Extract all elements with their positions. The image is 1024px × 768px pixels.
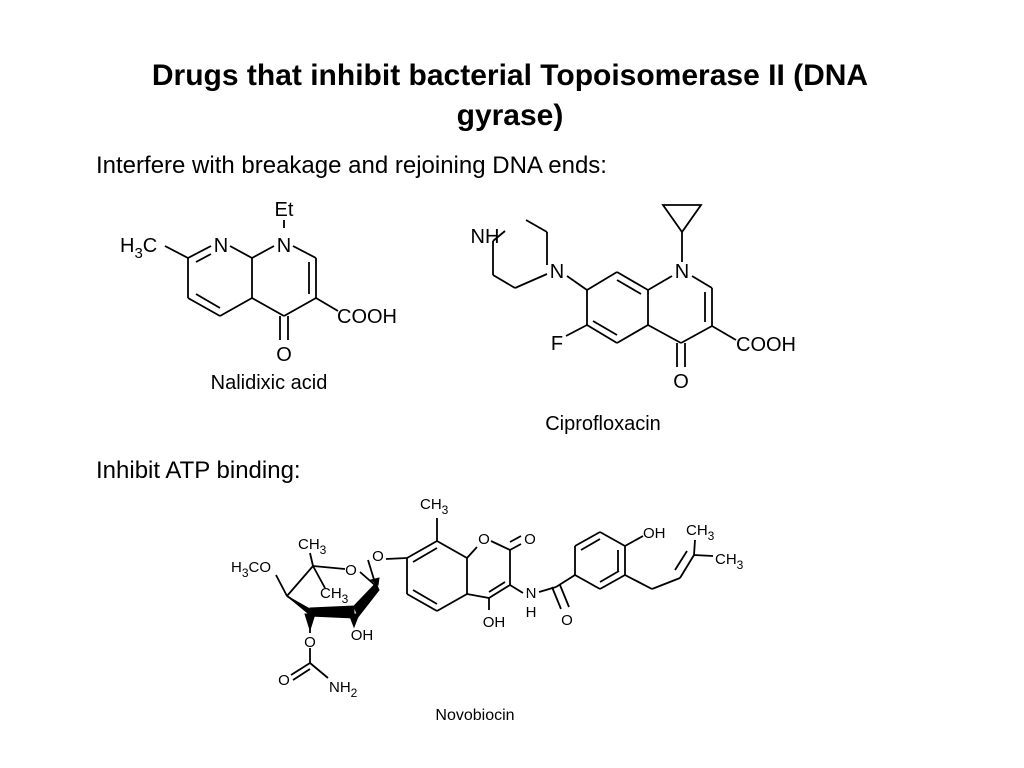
coumarin-oh-label: OH (483, 614, 506, 631)
novobiocin-wedge-bonds (286, 577, 380, 632)
nalidixic-acid-caption: Nalidixic acid (211, 372, 328, 394)
keto-oxygen-label: O (673, 371, 689, 393)
carboxylic-acid-label: COOH (736, 334, 796, 356)
amide-hydrogen-label: H (526, 604, 537, 621)
novobiocin-caption: Novobiocin (435, 707, 514, 724)
ciprofloxacin-bonds (492, 204, 737, 367)
novobiocin-bonds (275, 518, 714, 681)
amide-oxygen-label: O (561, 612, 573, 629)
methyl-label: H3C (120, 235, 157, 262)
sugar-methyl-b-label: CH3 (320, 585, 349, 606)
keto-oxygen-label: O (276, 344, 292, 366)
coumarin-ring-oxygen-label: O (478, 531, 490, 548)
methoxy-label: H3CO (231, 559, 271, 580)
sugar-methyl-a-label: CH3 (298, 536, 327, 557)
phenol-oh-label: OH (643, 525, 666, 542)
ciprofloxacin-caption: Ciprofloxacin (545, 413, 661, 435)
nalidixic-acid-bonds (164, 220, 339, 340)
section-heading-breakage: Interfere with breakage and rejoining DN… (96, 152, 607, 179)
lactone-oxygen-label: O (524, 531, 536, 548)
carbamate-carbonyl-oxygen-label: O (278, 672, 290, 689)
fluoro-label: F (551, 333, 563, 355)
novobiocin-structure: CH3 O O OH CH3 CH3 H3CO CH3 CH3 O O N H … (231, 496, 744, 724)
carbamate-ester-oxygen-label: O (304, 634, 316, 651)
nalidixic-acid-structure: Et H3C N N COOH O Nalidixic acid (120, 199, 397, 394)
piperazine-nitrogen-label: N (550, 261, 564, 283)
prenyl-methyl-a-label: CH3 (686, 522, 715, 543)
sugar-oh-label: OH (351, 627, 374, 644)
methyl-top-label: CH3 (420, 496, 449, 517)
slide-title-line-1: Drugs that inhibit bacterial Topoisomera… (151, 59, 869, 92)
amide-nitrogen-label: N (526, 585, 537, 602)
ring-nitrogen-8-label: N (214, 235, 228, 257)
glycosidic-oxygen-label: O (372, 548, 384, 565)
carboxylic-acid-label: COOH (337, 306, 397, 328)
sugar-ring-oxygen-label: O (345, 562, 357, 579)
ciprofloxacin-structure: NH N N F COOH O Ciprofloxacin (471, 204, 796, 435)
ring-nitrogen-1-label: N (277, 235, 291, 257)
quinolone-nitrogen-label: N (675, 261, 689, 283)
piperazine-nh-label: NH (471, 226, 500, 248)
carbamate-nh2-label: NH2 (329, 679, 358, 700)
section-heading-atp: Inhibit ATP binding: (96, 457, 301, 484)
slide-title-line-2: gyrase) (456, 99, 564, 132)
prenyl-methyl-b-label: CH3 (715, 551, 744, 572)
ethyl-label: Et (275, 199, 294, 221)
